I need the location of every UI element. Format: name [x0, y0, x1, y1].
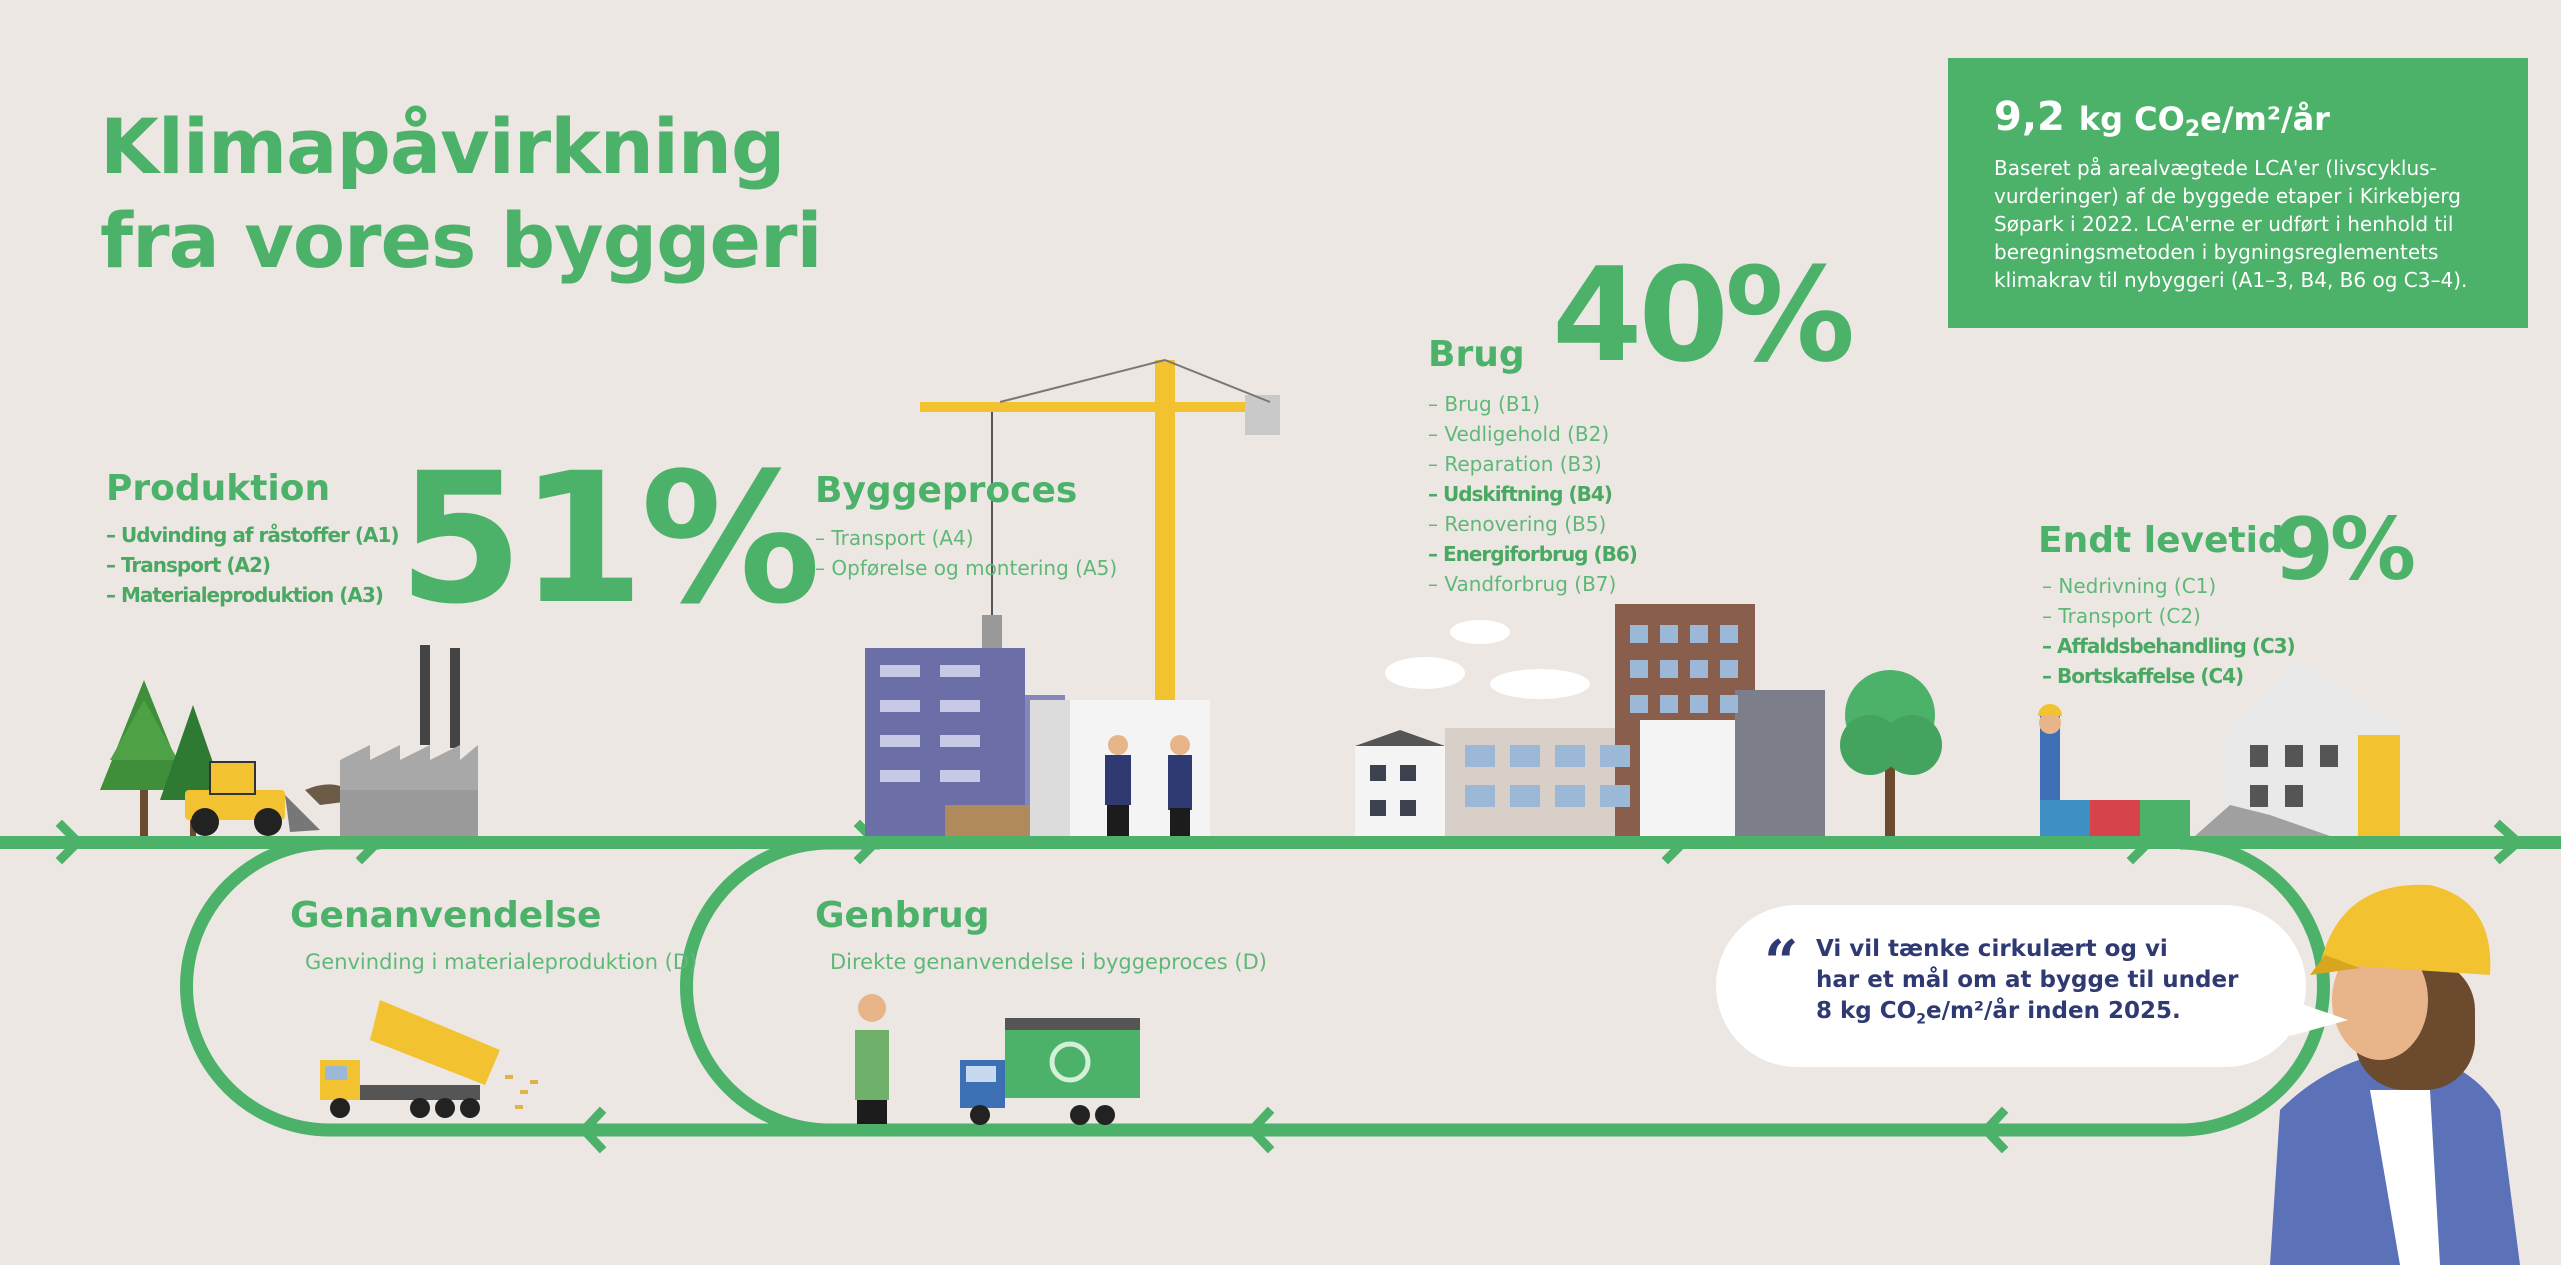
info-unit-sub: 2 [2184, 117, 2201, 142]
genanvendelse-text: Genvinding i materialeproduktion (D) [305, 950, 698, 974]
produktion-title: Produktion [106, 468, 331, 509]
title-line-2: fra vores byggeri [100, 196, 823, 285]
quote-mark: “ [1764, 928, 1799, 998]
list-item: – Materialeproduktion (A3) [106, 583, 384, 607]
endt-levetid-title: Endt levetid [2038, 520, 2284, 561]
loop-genanvendelse [180, 836, 880, 1137]
recycling-truck-icon [855, 994, 1140, 1125]
dump-truck-icon [320, 1000, 538, 1118]
quote-line-3-sub: 2 [1916, 1011, 1926, 1028]
list-item: – Vedligehold (B2) [1428, 422, 1610, 446]
genbrug-title: Genbrug [815, 895, 990, 936]
byggeproces-title: Byggeproces [815, 470, 1078, 511]
info-text: Baseret på arealvægtede LCA'er (livscykl… [1994, 156, 2468, 292]
list-item: – Affaldsbehandling (C3) [2042, 634, 2296, 658]
quote-bubble-tail [2290, 1000, 2348, 1036]
flow-arrows [55, 819, 2525, 1154]
quote-line-3-pre: 8 kg CO [1816, 998, 1917, 1024]
flow-line [0, 836, 2561, 849]
produktion-list: – Udvinding af råstoffer (A1) – Transpor… [106, 520, 400, 610]
city-houses-icon [1355, 604, 1825, 836]
woman-with-helmet-icon [2270, 884, 2520, 1265]
info-unit-rest: e/m²/år [2200, 100, 2330, 138]
endt-levetid-percent: 9% [2274, 500, 2416, 600]
list-item: – Vandforbrug (B7) [1428, 572, 1617, 596]
list-item: – Transport (A2) [106, 553, 271, 577]
quote-text: Vi vil tænke cirkulært og vi har et mål … [1816, 934, 2238, 1036]
title-line-1: Klimapåvirkning [100, 102, 785, 191]
quote-bubble [1716, 905, 2306, 1067]
list-item: – Energiforbrug (B6) [1428, 542, 1638, 566]
quote-line-2: har et mål om at bygge til under [1816, 967, 2239, 993]
list-item: – Transport (A4) [815, 526, 974, 550]
demolished-house-icon [2038, 660, 2400, 836]
list-item: – Udskiftning (B4) [1428, 482, 1613, 506]
list-item: – Bortskaffelse (C4) [2042, 664, 2244, 688]
brug-list: – Brug (B1) – Vedligehold (B2) – Reparat… [1428, 389, 1638, 599]
quote-line-1: Vi vil tænke cirkulært og vi [1816, 936, 2168, 962]
brug-percent: 40% [1552, 239, 1855, 391]
crane-icon [920, 359, 1280, 720]
workers-icon [1105, 735, 1192, 836]
info-headline: 9,2 kg CO2e/m²/år [1994, 94, 2482, 142]
list-item: – Udvinding af råstoffer (A1) [106, 523, 400, 547]
list-item: – Nedrivning (C1) [2042, 574, 2217, 598]
byggeproces-list: – Transport (A4) – Opførelse og monterin… [815, 523, 1117, 583]
list-item: – Brug (B1) [1428, 392, 1541, 416]
brug-title: Brug [1428, 334, 1525, 375]
list-item: – Opførelse og montering (A5) [815, 556, 1118, 580]
produktion-percent: 51% [398, 435, 821, 644]
genbrug-text: Direkte genanvendelse i byggeproces (D) [830, 950, 1267, 974]
list-item: – Renovering (B5) [1428, 512, 1607, 536]
info-box: 9,2 kg CO2e/m²/år Baseret på arealvægted… [1948, 58, 2528, 328]
loop-genbrug [680, 836, 2330, 1137]
factory-icon [340, 645, 478, 836]
page-title: Klimapåvirkning fra vores byggeri [100, 100, 823, 288]
list-item: – Transport (C2) [2042, 604, 2201, 628]
bulldozer-icon [185, 761, 360, 836]
quote-line-3-post: e/m²/år inden 2025. [1925, 998, 2181, 1024]
genanvendelse-title: Genanvendelse [290, 895, 602, 936]
info-value: 9,2 [1994, 94, 2065, 140]
endt-levetid-list: – Nedrivning (C1) – Transport (C2) – Aff… [2042, 571, 2296, 691]
list-item: – Reparation (B3) [1428, 452, 1602, 476]
tree-icon [1840, 670, 1942, 836]
quote-line-3: 8 kg CO2e/m²/år inden 2025. [1816, 996, 2238, 1036]
info-unit-kg: kg CO [2078, 100, 2185, 138]
